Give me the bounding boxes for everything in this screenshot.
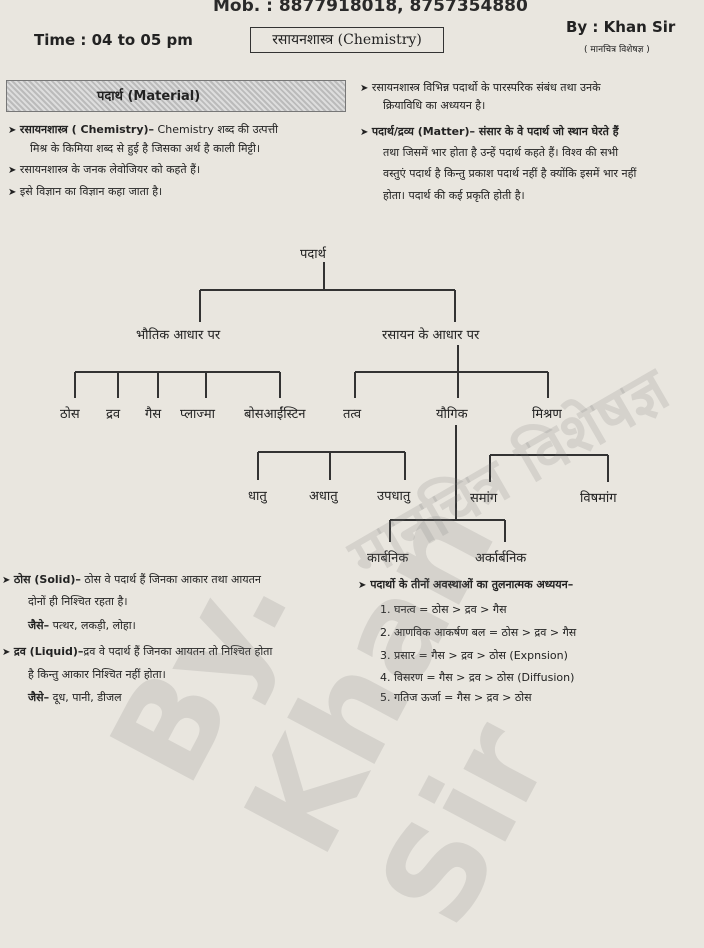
liquid-definition-line-2: है किन्तु आकार निश्चित नहीं होता। — [28, 668, 166, 681]
mobile-number: Mob. : 8877918018, 8757354880 — [213, 0, 528, 16]
arrow-bullet-icon: ➤ — [360, 83, 369, 94]
right-intro-line-2: क्रियाविधि का अध्ययन है। — [383, 99, 486, 112]
comparison-item-5: 5. गतिज ऊर्जा = गैस > द्रव > ठोस — [380, 691, 532, 704]
tree-homogeneous: समांग — [470, 491, 498, 506]
arrow-bullet-icon: ➤ — [2, 647, 11, 658]
tree-metal: धातु — [248, 489, 267, 504]
tree-element: तत्व — [343, 407, 362, 422]
tree-metalloid: उपधातु — [377, 489, 411, 504]
comparison-heading: ➤ पदार्थो के तीनों अवस्थाओं का तुलनात्मक… — [358, 578, 574, 591]
comparison-item-3: 3. प्रसार = गैस > द्रव > ठोस (Expnsion) — [380, 649, 568, 662]
left-intro-line-2: मिश्र के किमिया शब्द से हुई है जिसका अर्… — [30, 142, 261, 155]
tree-nonmetal: अधातु — [309, 489, 338, 504]
arrow-bullet-icon: ➤ — [2, 575, 11, 586]
tree-state-bose-einstein: बोसआईंस्टिन — [244, 407, 306, 422]
class-time: Time : 04 to 05 pm — [34, 31, 193, 49]
tree-heterogeneous: विषमांग — [580, 491, 617, 506]
right-intro-line-1: ➤ रसायनशास्त्र विभिन्न पदार्थो के पारस्प… — [360, 81, 601, 94]
liquid-examples: जैसे– दूध, पानी, डीजल — [28, 691, 122, 704]
tree-state-liquid: द्रव — [106, 407, 121, 422]
arrow-bullet-icon: ➤ — [8, 187, 17, 198]
tree-chemical-basis: रसायन के आधार पर — [382, 328, 480, 343]
solid-definition-line-2: दोनों ही निश्चित रहता है। — [28, 595, 128, 608]
section-banner: पदार्थ (Material) — [6, 80, 346, 112]
right-intro-line-3: ➤ पदार्थ/द्रव्य (Matter)– संसार के वे पद… — [360, 125, 619, 138]
tree-compound: यौगिक — [436, 407, 468, 422]
classification-tree-lines — [74, 262, 609, 542]
arrow-bullet-icon: ➤ — [358, 580, 367, 591]
tree-inorganic: अर्कार्बनिक — [475, 551, 527, 566]
comparison-item-1: 1. घनत्व = ठोस > द्रव > गैस — [380, 603, 507, 616]
left-intro-line-3: ➤ रसायनशास्त्र के जनक लेवोजियर को कहते ह… — [8, 163, 201, 176]
left-intro-line-1: ➤ रसायनशास्त्र ( Chemistry)– Chemistry श… — [8, 123, 278, 136]
arrow-bullet-icon: ➤ — [360, 127, 369, 138]
tree-state-solid: ठोस — [60, 407, 80, 422]
author-subtitle: ( मानचित्र विशेषज्ञ ) — [584, 45, 650, 55]
author-name: By : Khan Sir — [566, 18, 676, 36]
tree-mixture: मिश्रण — [532, 407, 562, 422]
right-intro-line-5: वस्तुएं पदार्थ है किन्तु प्रकाश पदार्थ न… — [383, 167, 637, 180]
right-intro-line-6: होता। पदार्थ की कई प्रकृति होती है। — [383, 189, 525, 202]
liquid-definition-line-1: ➤ द्रव (Liquid)–द्रव वे पदार्थ हैं जिनका… — [2, 645, 273, 658]
arrow-bullet-icon: ➤ — [8, 125, 17, 136]
solid-examples: जैसे– पत्थर, लकड़ी, लोहा। — [28, 619, 136, 632]
tree-state-gas: गैस — [145, 407, 162, 422]
tree-state-plasma: प्लाज्मा — [180, 407, 215, 422]
tree-root-matter: पदार्थ — [300, 247, 326, 262]
tree-physical-basis: भौतिक आधार पर — [136, 328, 221, 343]
subject-box: रसायनशास्त्र (Chemistry) — [250, 27, 444, 53]
comparison-item-4: 4. विसरण = गैस > द्रव > ठोस (Diffusion) — [380, 671, 575, 684]
comparison-item-2: 2. आणविक आकर्षण बल = ठोस > द्रव > गैस — [380, 626, 577, 639]
top-header-strip — [0, 0, 704, 20]
arrow-bullet-icon: ➤ — [8, 165, 17, 176]
right-intro-line-4: तथा जिसमें भार होता है उन्हें पदार्थ कहत… — [383, 146, 619, 159]
solid-definition-line-1: ➤ ठोस (Solid)– ठोस वे पदार्थ हैं जिनका आ… — [2, 573, 262, 586]
left-intro-line-4: ➤ इसे विज्ञान का विज्ञान कहा जाता है। — [8, 185, 163, 198]
tree-organic: कार्बनिक — [367, 551, 409, 566]
